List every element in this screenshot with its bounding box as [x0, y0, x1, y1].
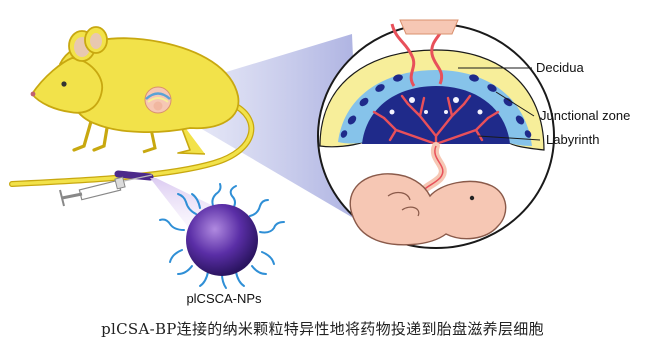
mouse-eye — [61, 81, 66, 86]
mouse — [12, 27, 251, 184]
labyrinth-label: Labyrinth — [546, 132, 599, 147]
placenta-zoom — [318, 20, 554, 248]
uterus-icon — [145, 87, 171, 113]
mouse-nose — [31, 92, 36, 97]
decidua-label: Decidua — [536, 60, 584, 75]
nanoparticle-label: plCSCA-NPs — [186, 291, 262, 306]
fetus-eye — [470, 196, 474, 200]
mouse-head — [32, 58, 102, 113]
figure-caption: plCSA-BP连接的纳米颗粒特异性地将药物投递到胎盘滋养层细胞 — [0, 318, 645, 339]
placenta-targeting-figure: plCSCA-NPs — [0, 0, 645, 310]
junctional-zone-label: Junctional zone — [540, 108, 630, 123]
mouse-front-leg — [74, 118, 92, 150]
nanoparticle-core — [186, 204, 258, 276]
